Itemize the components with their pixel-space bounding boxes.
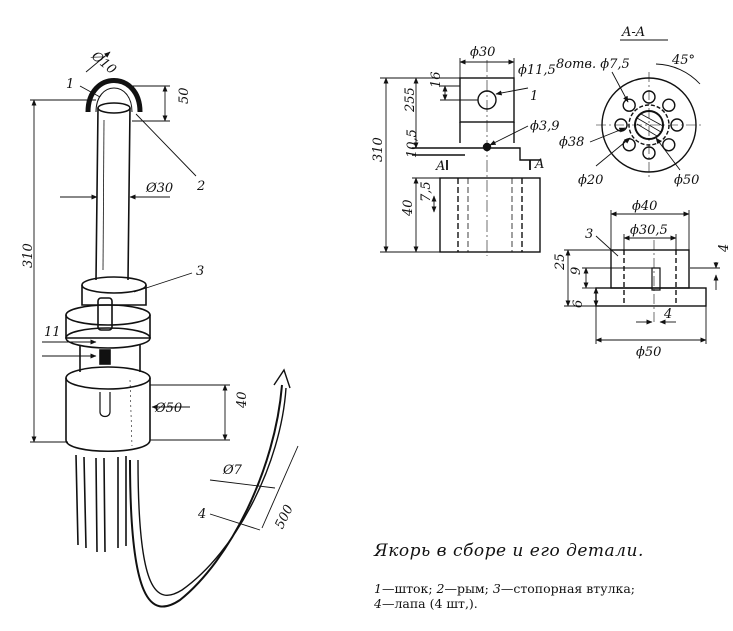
sleeve-base-dia: ϕ50 — [636, 345, 661, 360]
callout-3-assembly: 3 — [196, 264, 204, 279]
dim-rod-dia: Ø30 — [145, 181, 173, 196]
sleeve-slot-width: 4 — [717, 244, 732, 253]
anchor-legs — [75, 368, 291, 608]
eye-ring-inner — [95, 87, 133, 113]
rod-detail-drawing — [412, 60, 541, 256]
dim-base-dia: Ø50 — [154, 401, 182, 416]
stop-sleeve — [65, 276, 151, 349]
sleeve-detail-labels: ϕ40 3 ϕ30,5 25 9 4 6 4 ϕ50 — [553, 199, 732, 360]
legend-item-4: 4—лапа (4 шт,). — [374, 596, 478, 611]
dim-base-height: 40 — [235, 391, 250, 409]
sleeve-flange: 6 — [571, 300, 586, 308]
dim-gap: 11 — [44, 325, 61, 340]
assembly-drawing — [65, 78, 291, 608]
aa-holes-note: 8отв. ϕ7,5 — [556, 57, 630, 72]
dim-ring-height: 50 — [177, 87, 192, 104]
dim-rod-hole-dia: ϕ11,5 — [518, 63, 556, 78]
callout-2-assembly: 2 — [196, 179, 205, 194]
figure-title: Якорь в сборе и его детали. — [374, 541, 644, 561]
aa-angle: 45° — [671, 53, 695, 68]
dim-rod-total-height: 310 — [371, 137, 386, 162]
sleeve-inner: ϕ30,5 — [630, 223, 668, 238]
legend-item-3: 3—стопорная втулка; — [492, 581, 635, 596]
sleeve-height-top: 9 — [569, 267, 584, 275]
dim-leg-length: 500 — [272, 503, 296, 532]
section-arrow-right: A — [534, 157, 544, 172]
section-arrow-left: A — [435, 159, 445, 174]
dim-total-height: 310 — [21, 243, 36, 268]
aa-inner-circle: ϕ20 — [578, 173, 603, 188]
dim-leg-dia: Ø7 — [222, 463, 243, 478]
rod-detail-labels: ϕ30 ϕ11,5 16 1 255 ϕ3,9 310 10,5 A A 40 … — [371, 45, 560, 217]
aa-outer-dia: ϕ50 — [674, 173, 699, 188]
dim-ring-dia: Ø10 — [87, 48, 118, 78]
rod — [95, 107, 131, 281]
aa-bolt-circle: ϕ38 — [559, 135, 584, 150]
sleeve-detail-drawing — [595, 240, 707, 324]
callout-4-assembly: 4 — [197, 507, 206, 522]
legend-item-2: 2—рым; — [436, 581, 489, 596]
sleeve-height-total: 25 — [553, 253, 568, 271]
dim-rod-hole-offset: 16 — [429, 71, 444, 88]
callout-3-sleeve: 3 — [585, 227, 593, 242]
anchor-base — [65, 366, 151, 452]
legend-item-1: 1—шток; — [374, 581, 433, 596]
dim-rod-slot-depth: 7,5 — [419, 181, 434, 202]
callout-1-assembly: 1 — [66, 77, 74, 92]
figure-legend: 1—шток; 2—рым; 3—стопорная втулка; 4—лап… — [374, 581, 729, 611]
section-aa-labels: A-A 8отв. ϕ7,5 45° ϕ38 ϕ20 ϕ50 — [556, 25, 699, 188]
dim-rod-step: 10,5 — [405, 129, 420, 158]
section-aa-title: A-A — [621, 25, 645, 40]
dim-rod-lower-height: 40 — [401, 199, 416, 217]
callout-1-rod: 1 — [530, 89, 538, 104]
dim-rod-pin-dia: ϕ3,9 — [530, 119, 560, 134]
sleeve-outer-top: ϕ40 — [632, 199, 657, 214]
sleeve-slot-4: 4 — [663, 307, 672, 322]
dim-rod-upper-height: 255 — [403, 87, 418, 113]
dim-rod-top-width: ϕ30 — [470, 45, 495, 60]
